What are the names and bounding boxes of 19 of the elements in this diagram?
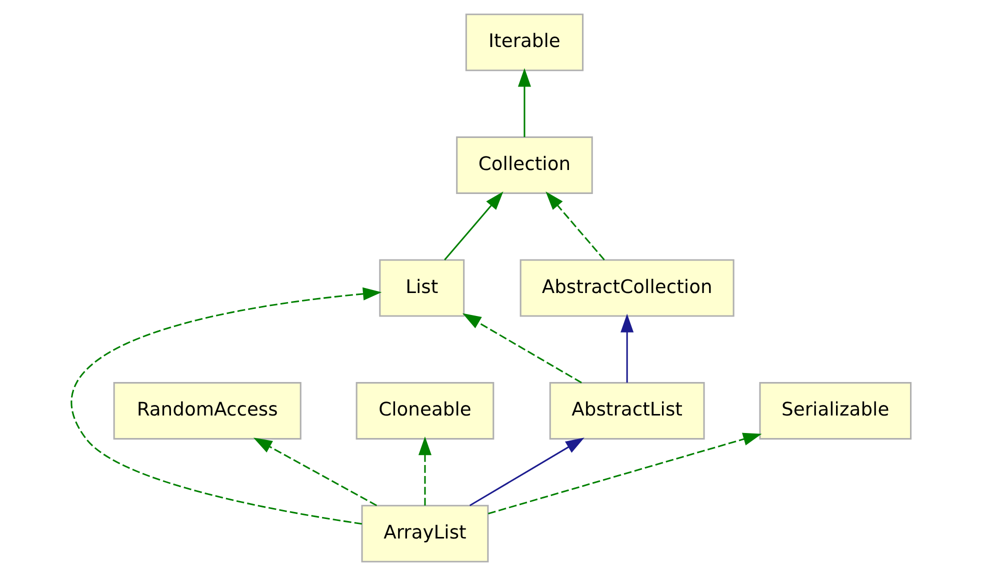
arrow bbox=[444, 191, 504, 260]
node-box: ArrayList bbox=[361, 504, 489, 562]
arrow bbox=[546, 191, 605, 260]
arrow bbox=[462, 313, 582, 384]
node-box: Iterable bbox=[465, 14, 584, 72]
arrow bbox=[488, 432, 762, 514]
node-box: Serializable bbox=[759, 382, 912, 440]
node-box: AbstractList bbox=[549, 382, 705, 440]
node-box: AbstractCollection bbox=[520, 259, 734, 317]
node-box: List bbox=[379, 259, 465, 317]
arrow bbox=[518, 68, 532, 138]
arrow bbox=[253, 438, 378, 506]
node-box: Cloneable bbox=[356, 382, 494, 440]
node-box: RandomAccess bbox=[113, 382, 302, 440]
arrow bbox=[620, 314, 634, 383]
arrow bbox=[72, 287, 382, 525]
arrow bbox=[418, 436, 432, 506]
arrow bbox=[469, 438, 584, 506]
node-box: Collection bbox=[456, 136, 593, 194]
